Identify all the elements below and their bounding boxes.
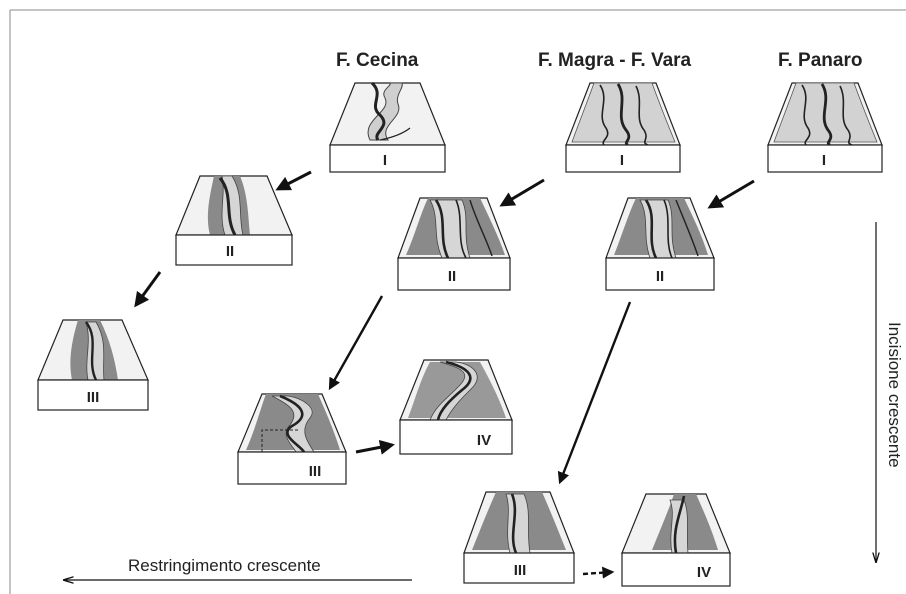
arrow-panaro-I-II (710, 181, 754, 207)
block-panaro-II: II (606, 198, 714, 290)
arrow-cecina-II-III (136, 272, 160, 305)
stage-label: I (383, 152, 387, 169)
stage-label: III (309, 463, 322, 480)
stage-label: I (822, 152, 826, 169)
block-cecina-I: I (330, 83, 445, 172)
block-panaro-I: I (768, 83, 882, 172)
stage-label: II (656, 268, 664, 285)
arrow-magra-II-III (330, 296, 382, 388)
block-panaro-III: III (464, 492, 574, 583)
stage-label: II (226, 243, 234, 260)
block-magra-III: III (238, 394, 346, 484)
arrow-magra-III-IV (356, 445, 392, 452)
arrow-magra-I-II (502, 180, 544, 205)
axis-restringimento-label: Restringimento crescente (128, 556, 321, 575)
block-magra-IV: IV (400, 360, 512, 454)
stage-label: III (514, 562, 527, 579)
stage-label: IV (697, 564, 711, 581)
block-cecina-III: III (38, 320, 148, 410)
stage-label: III (87, 389, 100, 406)
block-magra-I: I (566, 83, 680, 172)
block-magra-II: II (398, 198, 510, 290)
arrow-panaro-III-IV (583, 572, 612, 574)
axis-incisione-label: Incisione crescente (885, 322, 904, 468)
stage-label: II (448, 268, 456, 285)
arrow-cecina-I-II (278, 172, 311, 189)
block-panaro-IV: IV (622, 494, 730, 586)
arrow-panaro-II-III (560, 302, 630, 482)
block-cecina-II: II (176, 176, 292, 265)
stage-label: IV (477, 432, 491, 449)
stage-label: I (620, 152, 624, 169)
